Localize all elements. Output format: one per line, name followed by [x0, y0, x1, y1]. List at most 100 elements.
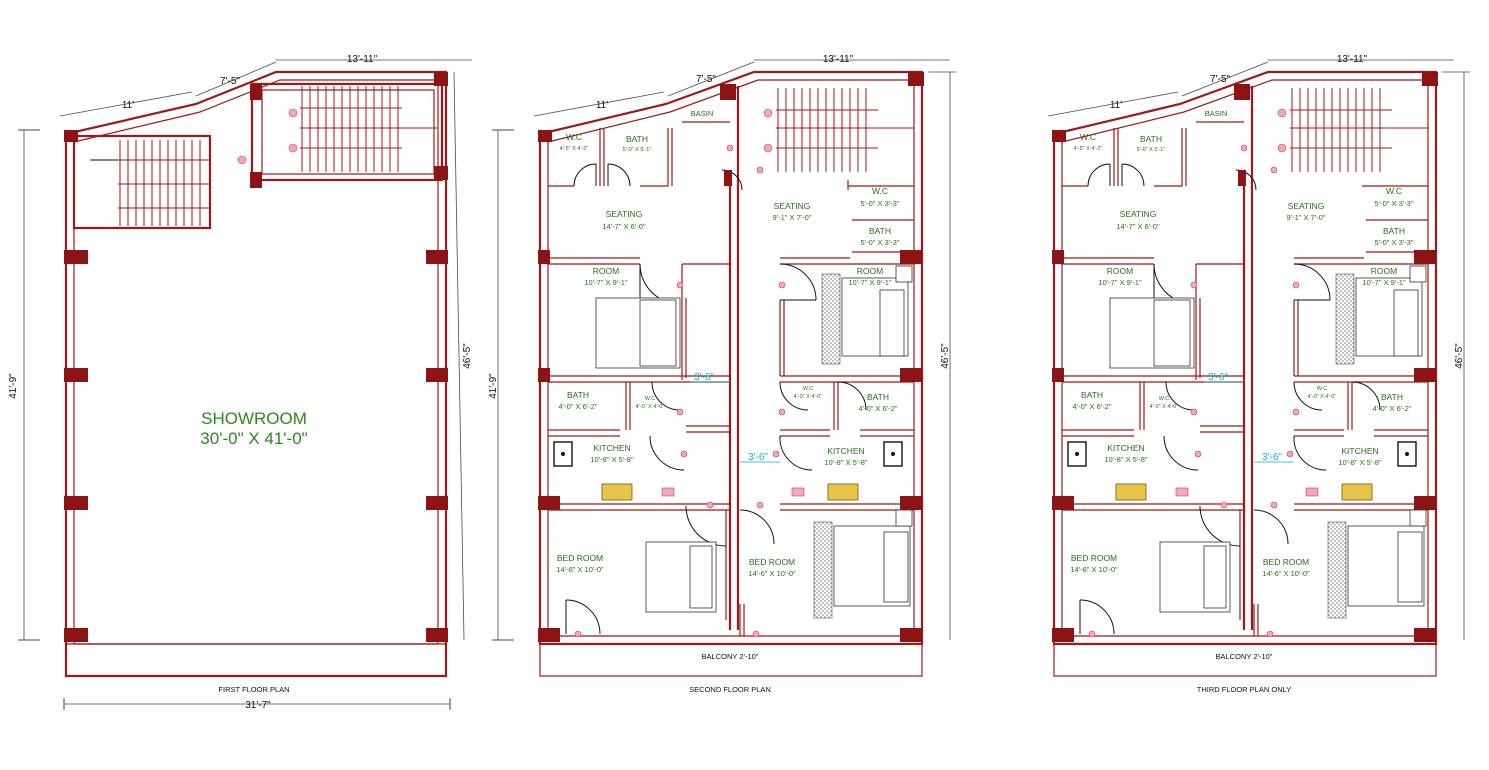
showroom-size: 30'-0" X 41'-0"	[200, 429, 307, 448]
third-doors	[1079, 163, 1381, 635]
second-room-size: 9'-1" X 7'-0"	[772, 213, 811, 222]
first-stair-lower-box	[72, 134, 212, 230]
second-room-label: BATH	[869, 226, 891, 236]
third-room-size: 14'-6" X 10'-0"	[1070, 565, 1118, 574]
second-kitchen-fixtures	[553, 441, 903, 501]
first-dim-right-height: 46'-5"	[462, 343, 473, 369]
first-dim-left-height: 41'-9"	[8, 373, 19, 399]
second-room-size: 10'-8" X 5'-8"	[824, 458, 868, 467]
third-room-label: SEATING	[1288, 201, 1325, 211]
second-floor-plan: 11' 7'-5" 13'-11" 41'-9" 46'-5" 3'-6" 3'…	[488, 54, 956, 694]
first-markers	[237, 108, 298, 165]
third-room-label: W.C	[1080, 132, 1096, 142]
second-balcony-label: BALCONY 2'-10"	[702, 652, 759, 661]
second-interior-walls	[548, 121, 914, 636]
third-room-size: 10'-8" X 5'-8"	[1338, 458, 1382, 467]
second-room-size: 5'-0" X 3'-3"	[860, 199, 899, 208]
third-room-label: KITCHEN	[1341, 446, 1378, 456]
second-room-size: 4'-0" X 4'-0"	[636, 404, 665, 410]
third-room-size: 5'-0" X 3'-3"	[1374, 199, 1413, 208]
first-floor-title: FIRST FLOOR PLAN	[218, 685, 289, 694]
third-room-size: 5'-0" X 3'-3"	[1374, 238, 1413, 247]
third-opening-2: 3'-6"	[1262, 452, 1282, 463]
third-dim-top-seg: 13'-11"	[1337, 54, 1368, 65]
third-room-label: ROOM	[1371, 266, 1397, 276]
second-floor-title: SECOND FLOOR PLAN	[689, 685, 771, 694]
third-opening-1: 3'-6"	[1208, 372, 1228, 383]
second-columns	[538, 72, 924, 642]
third-room-label: W.C	[1386, 186, 1402, 196]
third-room-size: 4'-5" X 4'-2"	[1074, 146, 1103, 152]
third-room-label: BED ROOM	[1263, 557, 1309, 567]
second-room-size: 4'-0" X 4'-0"	[794, 394, 823, 400]
second-room-size: 4'-0" X 6'-2"	[858, 404, 897, 413]
second-room-size: 10'-7" X 9'-1"	[584, 278, 628, 287]
third-interior-walls	[1062, 121, 1428, 636]
second-dim-top-seg: 13'-11"	[823, 54, 854, 65]
first-dim-top-seg: 13'-11"	[347, 54, 378, 65]
third-room-label: ROOM	[1107, 266, 1133, 276]
second-dim-right-height: 46'-5"	[940, 343, 951, 369]
second-room-label: ROOM	[593, 266, 619, 276]
first-dim-slope-seg: 7'-5"	[220, 76, 240, 87]
third-room-label: BATH	[1383, 226, 1405, 236]
second-markers	[574, 108, 786, 638]
third-dim-left-seg: 11'	[1110, 100, 1122, 111]
second-room-label: KITCHEN	[593, 443, 630, 453]
second-room-label: BED ROOM	[749, 557, 795, 567]
third-balcony	[1053, 643, 1437, 677]
second-room-label: BED ROOM	[557, 553, 603, 563]
third-room-size: 5'-0" X 5'-1"	[1137, 147, 1166, 153]
second-room-label: BATH	[867, 392, 889, 402]
first-stair-core	[250, 82, 444, 182]
second-room-size: 5'-0" X 5'-1"	[623, 147, 652, 153]
third-room-label: SEATING	[1120, 209, 1157, 219]
second-balcony	[539, 643, 923, 677]
third-beds	[1109, 265, 1427, 619]
third-room-label: W.C	[1159, 396, 1169, 402]
third-stairs	[1290, 88, 1428, 172]
second-room-size: 14'-6" X 10'-0"	[748, 569, 796, 578]
first-stair-lower	[90, 140, 210, 226]
second-room-size: 4'-0" X 6'-2"	[558, 402, 597, 411]
third-room-size: 4'-0" X 6'-2"	[1072, 402, 1111, 411]
second-opening-2: 3'-6"	[748, 452, 768, 463]
third-markers	[1088, 108, 1300, 638]
second-doors	[565, 163, 867, 635]
second-dimensions	[492, 59, 956, 641]
second-room-label: SEATING	[774, 201, 811, 211]
third-room-size: 4'-0" X 4'-0"	[1308, 394, 1337, 400]
first-dim-bottom-width: 31'-7"	[245, 700, 271, 711]
third-dim-slope-seg: 7'-5"	[1210, 74, 1230, 85]
second-stairs	[776, 88, 914, 172]
first-dimensions	[18, 59, 472, 710]
second-room-size: 5'-0" X 3'-3"	[860, 238, 899, 247]
second-room-size: 4'-5" X 4'-2"	[560, 146, 589, 152]
third-room-size: 14'-7" X 6'-0"	[1116, 222, 1160, 231]
third-basin-label: BASIN	[1205, 109, 1228, 118]
first-floor-plan: 11' 7'-5" 13'-11" 41'-9" 46'-5" 31'-7" S…	[8, 54, 473, 711]
second-dim-left-height: 41'-9"	[488, 373, 499, 399]
first-columns	[64, 72, 448, 642]
third-room-label: BATH	[1081, 390, 1103, 400]
first-dim-left-seg: 11'	[122, 100, 134, 111]
second-room-label: ROOM	[857, 266, 883, 276]
second-room-label: W.C	[645, 396, 655, 402]
third-room-size: 14'-6" X 10'-0"	[1262, 569, 1310, 578]
third-room-size: 10'-8" X 5'-8"	[1104, 455, 1148, 464]
third-room-size: 4'-0" X 4'-0"	[1150, 404, 1179, 410]
third-floor-plan: 11' 7'-5" 13'-11" 46'-5" 3'-6" 3'-6" BAS…	[1047, 54, 1470, 694]
second-room-label: SEATING	[606, 209, 643, 219]
third-kitchen-fixtures	[1067, 441, 1417, 501]
third-room-label: KITCHEN	[1107, 443, 1144, 453]
second-beds	[595, 265, 913, 619]
third-room-label: BED ROOM	[1071, 553, 1117, 563]
second-room-size: 14'-6" X 10'-0"	[556, 565, 604, 574]
third-room-label: W.C	[1317, 386, 1327, 392]
second-room-label: KITCHEN	[827, 446, 864, 456]
second-opening-1: 3'-6"	[694, 372, 714, 383]
second-basin-label: BASIN	[691, 109, 714, 118]
third-room-size: 10'-7" X 9'-1"	[1098, 278, 1142, 287]
third-dimensions	[1047, 59, 1470, 640]
